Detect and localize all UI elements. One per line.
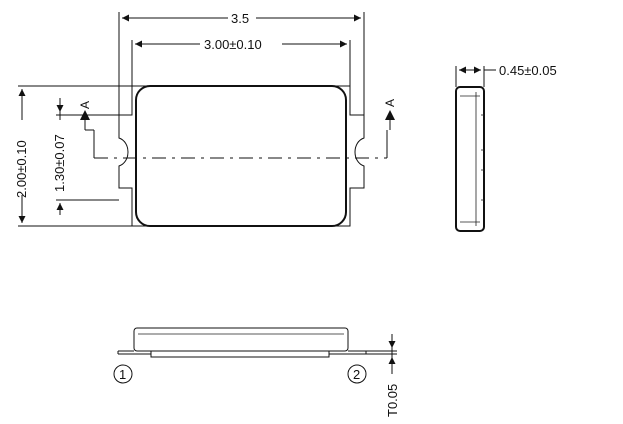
body-outline [135,85,347,227]
pin1-label: 1 [119,367,126,382]
thickness-label: 0.45±0.05 [499,63,557,78]
front-view-bottom [150,350,330,358]
dim-overall-width: 2.00±0.10 [14,89,29,223]
dim-body-length: 3.00±0.10 [131,37,351,86]
section-label-right: A [383,99,397,107]
terminal-thickness-label: T0.05 [385,384,400,417]
side-view: 0.45±0.05 [455,63,557,232]
front-view: T0.05 1 2 [113,327,400,417]
section-label-left: A [78,101,92,109]
pin2-marker: 2 [347,364,367,384]
body-length-label: 3.00±0.10 [204,37,262,52]
pin1-marker: 1 [113,364,133,384]
overall-length-label: 3.5 [231,11,249,26]
side-view-body [455,86,485,232]
dim-overall-length: 3.5 [118,11,365,115]
terminal-outline [118,85,365,227]
overall-width-label: 2.00±0.10 [14,140,29,198]
section-mark-right: A [383,99,397,158]
pad-width-label: 1.30±0.07 [52,134,67,192]
front-view-body [133,327,349,352]
dim-pad-width: 1.30±0.07 [52,98,67,215]
top-view: A A 3.5 3.00±0.10 2.00 [14,11,397,227]
pin2-label: 2 [353,367,360,382]
section-mark-left: A [78,101,95,158]
